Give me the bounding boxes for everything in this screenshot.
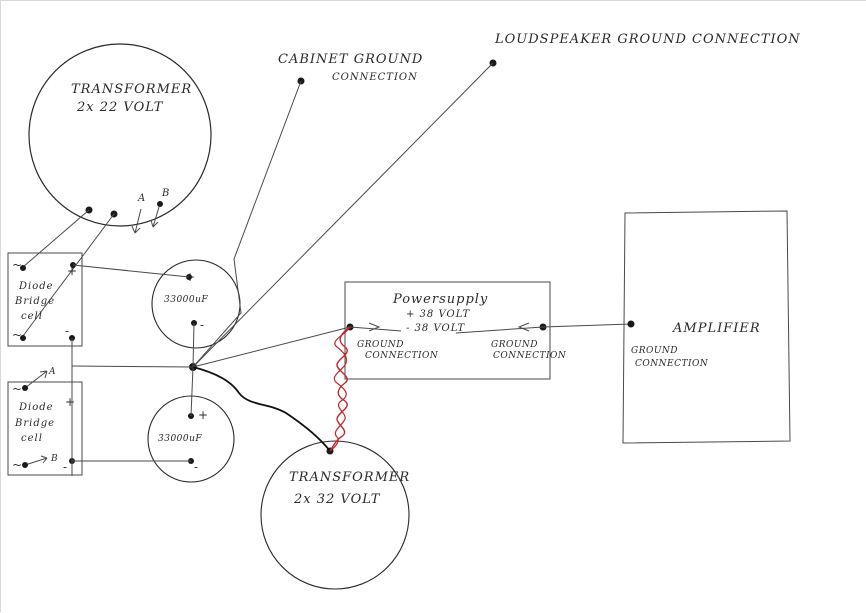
bridge-bottom-ac-terminal-2 [22,462,28,468]
ps-ground-right-label-2: CONNECTION [493,351,567,361]
powersupply-minus-label: - 38 VOLT [406,323,466,334]
diode-bridge-bottom-box [7,381,83,476]
diode-bridge-top-label-3: cell [21,311,43,322]
ps-internal-ground-trace [349,326,544,334]
ps-ground-left-label-2: CONNECTION [365,351,439,361]
ps-ground-right-label-1: GROUND [491,340,538,350]
cabinet-ground-label-1: CABINET GROUND [278,52,423,67]
diode-bridge-bottom-ac-2: ~ [12,458,22,472]
transformer-top-terminal-b [157,201,163,207]
diode-bridge-top-box [7,252,83,347]
transformer-top-circle [28,43,212,227]
transformer-bottom-label-1: TRANSFORMER [289,470,410,485]
terminal-b-top-arrow [150,206,160,228]
wire-powersupply-to-amplifier [542,323,632,328]
wire-red-twisted-b [329,326,351,452]
terminal-a-bottom-label: A [48,367,56,377]
amp-ground-label-2: CONNECTION [635,359,709,369]
transformer-top-label-1: TRANSFORMER [71,82,192,97]
ps-arrow-right [517,322,530,332]
ps-arrow-left [368,322,381,332]
diode-bridge-top-label-2: Bridge [14,296,55,307]
diode-bridge-top-minus: - [65,324,69,338]
diode-bridge-bottom-minus: - [63,460,67,474]
wire-trans-top-to-bridge-1 [22,209,90,268]
amplifier-label: AMPLIFIER [672,321,761,336]
terminal-b-top-label: B [161,188,170,199]
wire-black-center-tap [192,366,331,452]
diode-bridge-bottom-label-3: cell [21,433,43,444]
transformer-bottom-label-2: 2x 32 VOLT [293,492,381,507]
diode-bridge-top-label-1: Diode [18,281,54,292]
cabinet-ground-label-2: CONNECTION [332,72,418,83]
wire-ground-to-powersupply [192,326,351,368]
amp-ground-terminal [627,320,635,328]
ps-ground-left-label-1: GROUND [357,340,404,350]
capacitor-bottom-label: 33000uF [158,434,202,444]
wire-loudspeaker-ground [192,62,494,368]
diode-bridge-bottom-plus: + [65,395,75,409]
wire-red-twisted-a [329,326,351,452]
transformer-top-label-2: 2x 22 VOLT [76,100,164,115]
diode-bridge-top-plus: + [67,264,77,278]
capacitor-bottom-minus: - [194,460,198,474]
wire-bridge-plus-to-cap-top [72,264,190,278]
bridge-bottom-ac-terminal-1 [22,385,28,391]
powersupply-plus-label: + 38 VOLT [406,309,471,320]
capacitor-bottom-circle [147,395,235,483]
wire-trans-top-to-bridge-2 [22,213,115,337]
transformer-bottom-circle [260,440,410,590]
diode-bridge-top-ac-1: ~ [12,258,22,272]
diode-bridge-bottom-ac-1: ~ [12,382,22,396]
terminal-a-top-label: A [137,193,146,204]
diode-bridge-bottom-label-2: Bridge [14,418,55,429]
bridge-top-ac-terminal-2 [20,335,26,341]
bridge-bottom-arrow-a [24,370,48,389]
powersupply-label: Powersupply [392,292,488,307]
capacitor-top-minus: - [200,318,204,332]
capacitor-top-label: 33000uF [164,295,208,305]
amp-ground-label-1: GROUND [631,346,678,356]
terminal-a-top-arrow [131,208,142,234]
capacitor-bottom-plus: + [198,408,208,422]
amplifier-box [622,210,791,444]
diode-bridge-bottom-label-1: Diode [18,402,54,413]
loudspeaker-ground-label: LOUDSPEAKER GROUND CONNECTION [494,32,801,47]
bridge-top-ac-terminal-1 [20,265,26,271]
wire-bridge-to-ground [71,365,194,368]
terminal-b-bottom-label: B [50,454,58,464]
diode-bridge-top-ac-2: ~ [12,328,22,342]
bridge-bottom-arrow-b [24,455,48,466]
wire-cabinet-ground [192,80,302,368]
